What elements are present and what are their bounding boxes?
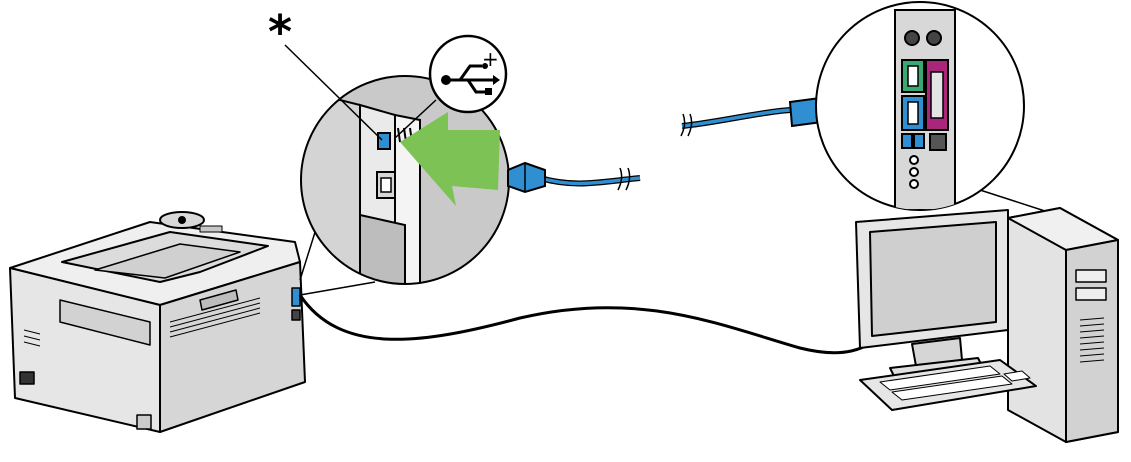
monitor-screen [869, 221, 997, 337]
usb-cable-short [507, 161, 641, 194]
printer-port-zoom [299, 75, 510, 296]
keyboard-keys [879, 365, 1031, 401]
zoom-usb-port [377, 132, 391, 150]
power-socket [136, 414, 152, 430]
callout-asterisk: * [268, 5, 292, 59]
printer [9, 211, 306, 433]
printer-rear [159, 261, 306, 433]
computer [855, 207, 1119, 443]
computer-port-zoom [815, 1, 1049, 213]
computer-usb-port [901, 133, 913, 149]
usb-b-connector [507, 161, 546, 194]
svg-text:+: + [482, 47, 499, 71]
usb-cable-long [298, 294, 882, 355]
callout-leader [284, 44, 383, 141]
printer-vents [23, 297, 261, 347]
printer-control-panel [159, 211, 223, 233]
usb-icon: + [428, 34, 508, 114]
printer-usb-port [291, 287, 301, 307]
insert-arrow [400, 112, 500, 206]
power-switch [19, 371, 35, 385]
usb-icon-leader [394, 99, 437, 139]
usb-cable-computer [680, 96, 834, 137]
